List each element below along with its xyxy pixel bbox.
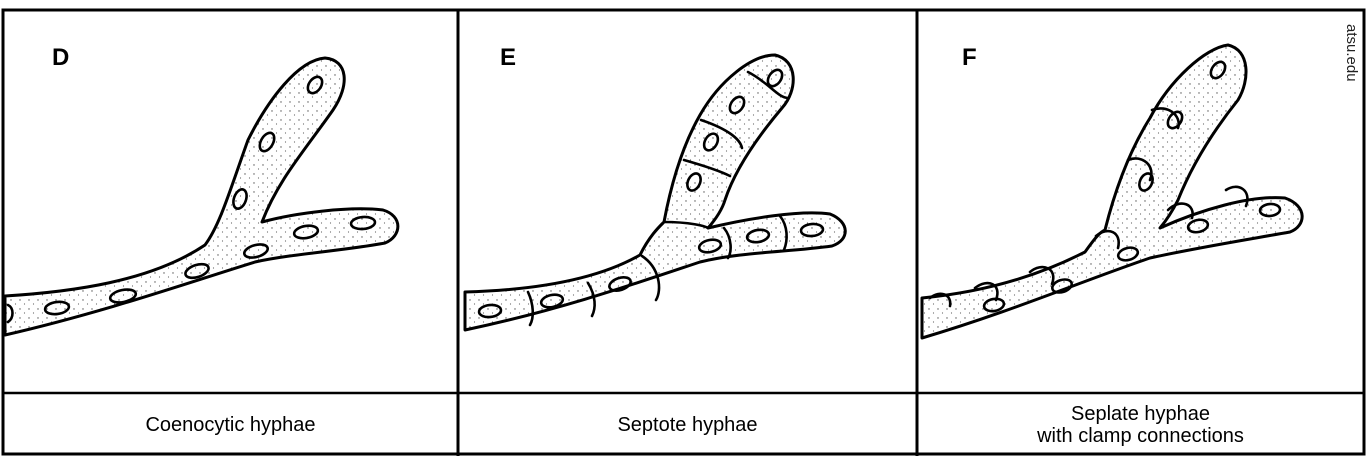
caption-clamp-connections: Seplate hyphae with clamp connections [917, 395, 1364, 454]
watermark-text: atsu.edu [1343, 24, 1360, 82]
clamp-connection-hypha-drawing [922, 45, 1302, 338]
coenocytic-hypha-drawing [5, 58, 398, 335]
panel-letter-d: D [52, 44, 69, 72]
panel-letter-e: E [500, 44, 516, 72]
caption-clamp-line-2: with clamp connections [1037, 425, 1244, 447]
caption-septate: Septote hyphae [458, 395, 917, 454]
caption-coenocytic-line-1: Coenocytic hyphae [145, 414, 315, 436]
septate-hypha-drawing [465, 55, 845, 330]
caption-clamp-line-1: Seplate hyphae [1071, 403, 1210, 425]
panel-letter-f: F [962, 44, 977, 72]
caption-coenocytic: Coenocytic hyphae [3, 395, 458, 454]
caption-septate-line-1: Septote hyphae [617, 414, 757, 436]
